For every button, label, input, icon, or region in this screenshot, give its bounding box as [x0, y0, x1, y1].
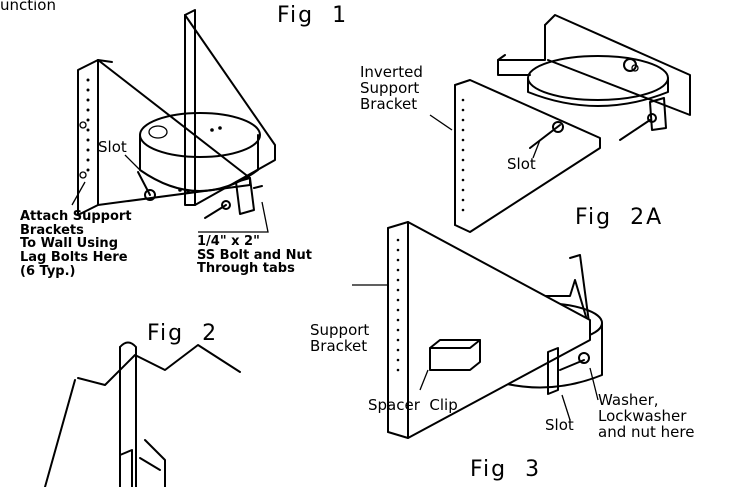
fig2-left-gusset [97, 59, 251, 206]
support-bracket-label: Support Bracket [310, 321, 370, 355]
leader-spacer-clip [419, 369, 429, 391]
fig2-right-gusset [184, 9, 276, 206]
fig2a-assembly [454, 14, 691, 233]
fig3-spacer-clip [429, 339, 481, 371]
inverted-bracket-label: Inverted Support Bracket [360, 63, 423, 113]
bolt-spec-label: 1/4" x 2" SS Bolt and Nut Through tabs [197, 234, 312, 277]
slot-label-fig2a: Slot [507, 155, 536, 173]
slot-label-fig2: Slot [98, 138, 127, 156]
attach-brackets-label: Attach Support Brackets To Wall Using La… [20, 209, 132, 279]
fig3-caption: Fig 3 [470, 457, 542, 482]
fig2-wall-plate [77, 59, 99, 216]
fig2a-band-ring [527, 55, 669, 101]
fig2-caption: Fig 2 [147, 321, 219, 346]
fig2a-back-plate [544, 14, 691, 116]
leader-washer [589, 367, 599, 401]
fig1-caption: Fig 1 [277, 3, 349, 28]
fig2-plate-holes [79, 78, 90, 179]
washer-label: Washer, Lockwasher and nut here [598, 391, 695, 441]
leader-inverted [429, 114, 453, 131]
leader-slot-fig2 [124, 154, 141, 171]
leader-attach [71, 181, 86, 206]
leader-bolt [198, 201, 269, 233]
leader-slot-fig3 [561, 394, 571, 421]
slot-label-fig3: Slot [545, 416, 574, 434]
fig2-assembly [77, 9, 276, 219]
bottom-left-figure [44, 341, 241, 487]
spacer-clip-label: Spacer Clip [368, 396, 458, 414]
fig3-assembly [387, 221, 603, 439]
fig2a-caption: Fig 2A [575, 205, 664, 230]
leader-slot-fig2a [532, 139, 541, 159]
fig2-band-ring [139, 112, 261, 158]
header-partial-text: unction [0, 0, 56, 14]
